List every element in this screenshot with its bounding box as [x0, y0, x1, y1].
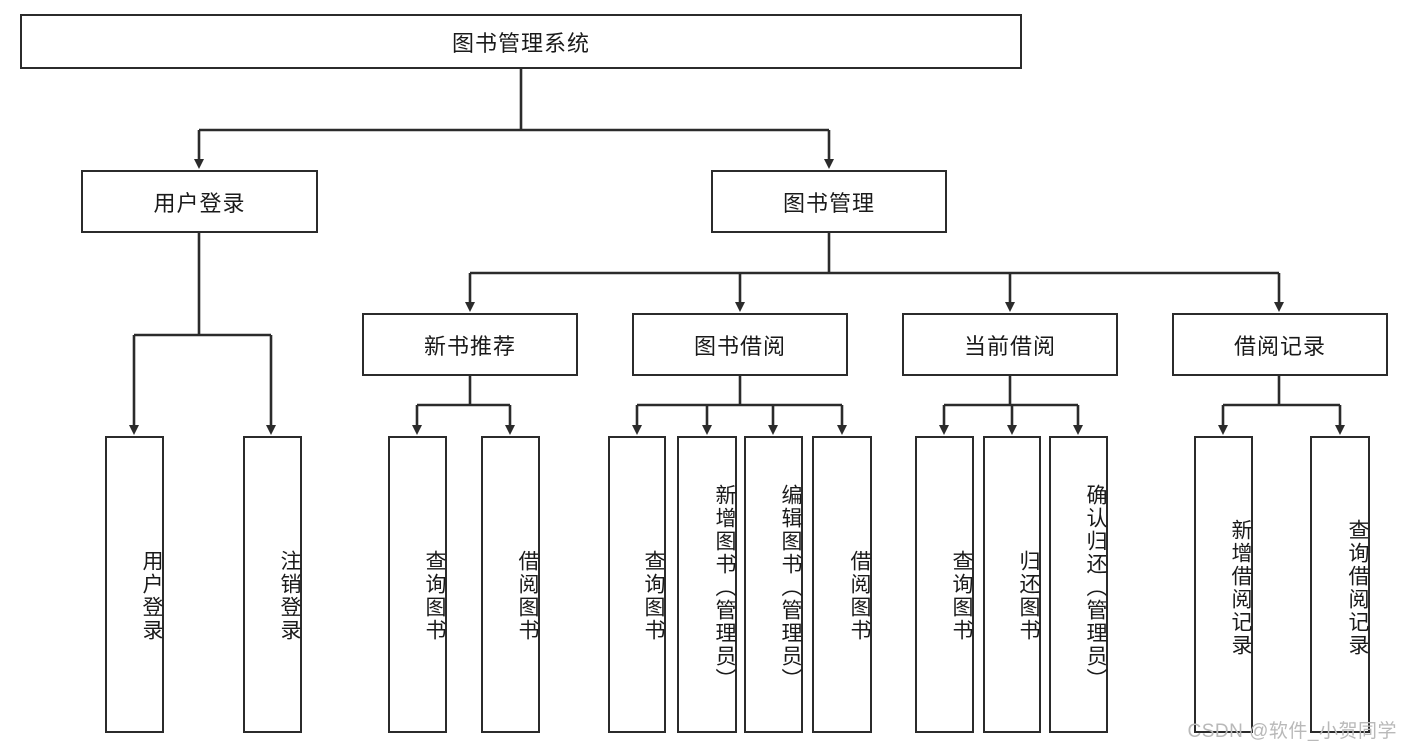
node-leaf-query-record-label: 查询借阅记录: [1346, 518, 1369, 657]
node-leaf-query-book-3-label: 查询图书: [950, 549, 973, 642]
node-leaf-borrow-book-1-label: 借阅图书: [516, 549, 539, 642]
node-leaf-return-book-label: 归还图书: [1017, 549, 1040, 642]
node-leaf-query-book-2[interactable]: 查询图书: [608, 436, 666, 733]
node-current-borrow-label: 当前借阅: [963, 333, 1056, 359]
node-root[interactable]: 图书管理系统: [20, 14, 1022, 69]
node-borrow-record[interactable]: 借阅记录: [1172, 313, 1388, 376]
node-leaf-edit-book-label: 编辑图书（管理员）: [779, 484, 802, 691]
node-leaf-add-record-label: 新增借阅记录: [1229, 518, 1252, 657]
node-leaf-query-book-1-label: 查询图书: [423, 549, 446, 642]
node-leaf-user-login[interactable]: 用户登录: [105, 436, 164, 733]
node-book-borrow[interactable]: 图书借阅: [632, 313, 848, 376]
node-book-borrow-label: 图书借阅: [693, 333, 786, 359]
node-user-login-label: 用户登录: [153, 190, 246, 216]
node-new-book-rec-label: 新书推荐: [423, 333, 516, 359]
node-leaf-borrow-book-2[interactable]: 借阅图书: [812, 436, 872, 733]
node-user-login[interactable]: 用户登录: [81, 170, 318, 233]
node-leaf-add-record[interactable]: 新增借阅记录: [1194, 436, 1253, 733]
node-leaf-query-book-2-label: 查询图书: [642, 549, 665, 642]
node-leaf-logout-label: 注销登录: [278, 549, 301, 642]
node-leaf-add-book[interactable]: 新增图书（管理员）: [677, 436, 737, 733]
node-leaf-edit-book[interactable]: 编辑图书（管理员）: [744, 436, 803, 733]
node-leaf-logout[interactable]: 注销登录: [243, 436, 302, 733]
node-book-manage-label: 图书管理: [782, 190, 875, 216]
node-leaf-borrow-book-1[interactable]: 借阅图书: [481, 436, 540, 733]
node-root-label: 图书管理系统: [451, 30, 590, 56]
node-book-manage[interactable]: 图书管理: [711, 170, 947, 233]
node-new-book-rec[interactable]: 新书推荐: [362, 313, 578, 376]
node-leaf-return-book[interactable]: 归还图书: [983, 436, 1041, 733]
node-current-borrow[interactable]: 当前借阅: [902, 313, 1118, 376]
node-leaf-confirm-return-label: 确认归还（管理员）: [1084, 484, 1107, 691]
node-leaf-query-book-3[interactable]: 查询图书: [915, 436, 974, 733]
node-leaf-user-login-label: 用户登录: [140, 549, 163, 642]
node-leaf-query-record[interactable]: 查询借阅记录: [1310, 436, 1370, 733]
node-leaf-confirm-return[interactable]: 确认归还（管理员）: [1049, 436, 1108, 733]
node-leaf-add-book-label: 新增图书（管理员）: [713, 484, 736, 691]
node-leaf-query-book-1[interactable]: 查询图书: [388, 436, 447, 733]
node-leaf-borrow-book-2-label: 借阅图书: [848, 549, 871, 642]
node-borrow-record-label: 借阅记录: [1233, 333, 1326, 359]
